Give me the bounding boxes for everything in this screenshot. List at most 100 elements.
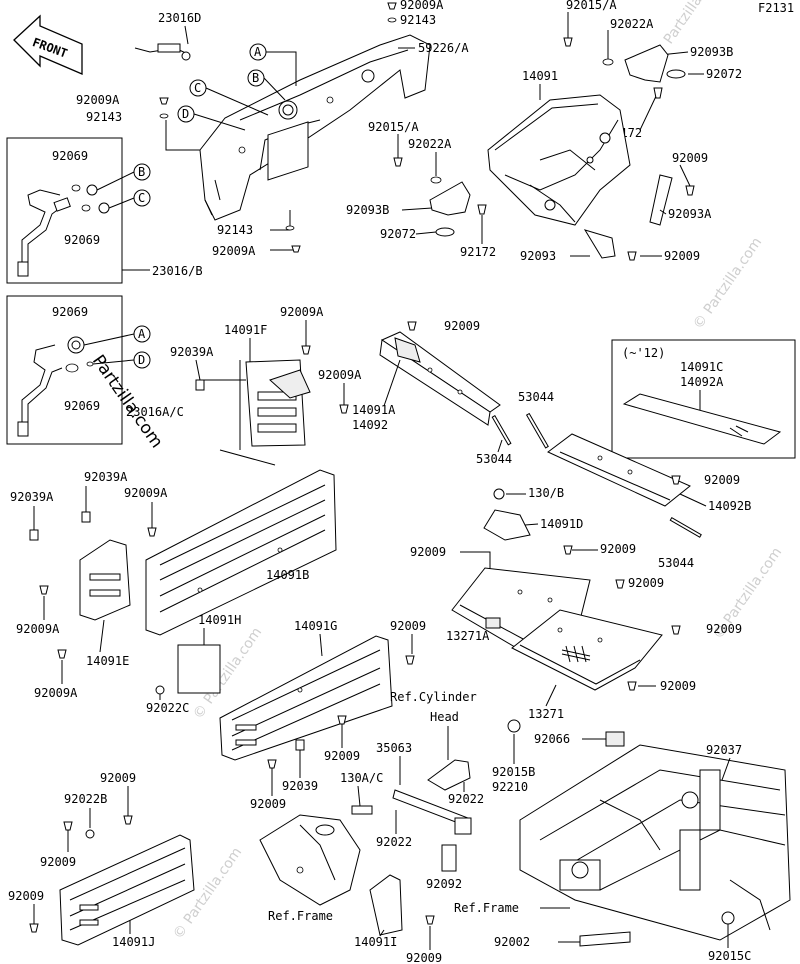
part-frame-left: [259, 814, 361, 906]
part-collar-92092: [441, 844, 457, 872]
label-14092: 14092: [352, 418, 388, 432]
label-92066: 92066: [534, 732, 570, 746]
label-92009a-e2: 92009A: [34, 686, 78, 700]
label-14091h: 14091H: [198, 613, 241, 627]
label-13271a: 13271A: [446, 629, 490, 643]
part-panel-14091c: [622, 393, 782, 445]
label-92093a: 92093A: [668, 207, 712, 221]
label-92015c: 92015C: [708, 949, 751, 963]
inset-box-14091c: [611, 339, 796, 459]
callout-a-label: A: [138, 327, 146, 341]
label-92093b-m: 92093B: [346, 203, 389, 217]
part-dash-frame: [199, 34, 431, 221]
part-rod: [392, 789, 472, 835]
part-bracket-92093b-m: [429, 181, 471, 216]
part-bracket-35063: [427, 759, 471, 791]
label-92009-i1: 92009: [406, 951, 442, 964]
ref-cylinder-head-2: Head: [430, 710, 459, 724]
label-92072-m: 92072: [380, 227, 416, 241]
part-floor-13271: [511, 609, 663, 691]
label-92009-r2: 92009: [664, 249, 700, 263]
watermark-copyright: © Partzilla.com: [690, 235, 765, 333]
label-92009-r1: 92009: [672, 151, 708, 165]
ref-frame-right: Ref.Frame: [454, 901, 519, 915]
label-92143-top: 92143: [400, 13, 436, 27]
label-92015a-m: 92015/A: [368, 120, 419, 134]
label-92022a-m: 92022A: [408, 137, 452, 151]
label-14091a: 14091A: [352, 403, 396, 417]
label-92009-g3: 92009: [250, 797, 286, 811]
label-92009-d1: 92009: [410, 545, 446, 559]
inset-box-23016ac: [6, 295, 123, 445]
callout-d-label: D: [138, 353, 145, 367]
part-panel-14091a: [379, 331, 501, 426]
part-wire-23016d: [134, 43, 191, 61]
callout-d-label: D: [182, 107, 189, 121]
part-panel-14091f: [245, 359, 311, 447]
label-13271: 13271: [528, 707, 564, 721]
part-strip-53044-3: [669, 516, 702, 538]
callout-c-label: C: [138, 191, 145, 205]
label-92172-m: 92172: [460, 245, 496, 259]
part-panel-14092b: [547, 433, 691, 507]
part-cover-14091d: [483, 509, 531, 541]
label-92022-1: 92022: [448, 792, 484, 806]
callout-b-label: B: [138, 165, 145, 179]
label-14092b: 14092B: [708, 499, 751, 513]
label-130ac: 130A/C: [340, 771, 383, 785]
label-92143-l: 92143: [86, 110, 122, 124]
label-92069-2: 92069: [64, 233, 100, 247]
label-14091: 14091: [522, 69, 558, 83]
label-92092: 92092: [426, 877, 462, 891]
label-92093: 92093: [520, 249, 556, 263]
label-53044-3: 53044: [658, 556, 694, 570]
callout-b-label: B: [252, 71, 259, 85]
label-35063: 35063: [376, 741, 412, 755]
label-92009-j1: 92009: [100, 771, 136, 785]
callout-a-label: A: [254, 45, 262, 59]
part-wire-23016b: [17, 184, 110, 277]
label-14091e: 14091E: [86, 654, 129, 668]
label-92039a-2: 92039A: [10, 490, 54, 504]
label-92009a-f1: 92009A: [280, 305, 324, 319]
inset-box-23016b: [6, 137, 123, 284]
part-wire-23016ac: [17, 336, 94, 437]
label-23016ac: 23016A/C: [126, 405, 184, 419]
label-53044-1: 53044: [518, 390, 554, 404]
label-53044-2: 53044: [476, 452, 512, 466]
front-arrow-icon: FRONT: [13, 14, 83, 75]
label-92022c: 92022C: [146, 701, 189, 715]
part-tray-14091: [487, 94, 631, 226]
label-92009-c1: 92009: [704, 473, 740, 487]
label-92039: 92039: [282, 779, 318, 793]
label-23016d: 23016D: [158, 11, 201, 25]
label-92009a-m: 92009A: [212, 244, 256, 258]
ref-cylinder-head-1: Ref.Cylinder: [390, 690, 477, 704]
figure-code: F2131: [758, 1, 794, 15]
label-14091c: 14091C: [680, 360, 723, 374]
label-59226a: 59226/A: [418, 41, 469, 55]
label-92009a-f2: 92009A: [318, 368, 362, 382]
label-92022-2: 92022: [376, 835, 412, 849]
label-92009-d3: 92009: [628, 576, 664, 590]
part-main-frame: [519, 744, 791, 941]
part-bracket-92093b: [624, 44, 669, 83]
label-92009a-top: 92009A: [400, 0, 444, 12]
part-strip-53044-1: [491, 414, 512, 446]
part-panel-14091i: [369, 874, 403, 936]
label-92009-d5: 92009: [660, 679, 696, 693]
part-panel-14091e: [79, 539, 131, 621]
label-14091g: 14091G: [294, 619, 337, 633]
label-92210: 92210: [492, 780, 528, 794]
label-92009-d4: 92009: [706, 622, 742, 636]
part-sheet-14091h: [177, 644, 221, 694]
label-92069-3: 92069: [52, 305, 88, 319]
label-92039a-1: 92039A: [84, 470, 128, 484]
label-92037: 92037: [706, 743, 742, 757]
label-92093b-top: 92093B: [690, 45, 733, 59]
part-panel-14091g: [219, 635, 393, 761]
label-92009-j3: 92009: [8, 889, 44, 903]
label-14091d: 14091D: [540, 517, 583, 531]
